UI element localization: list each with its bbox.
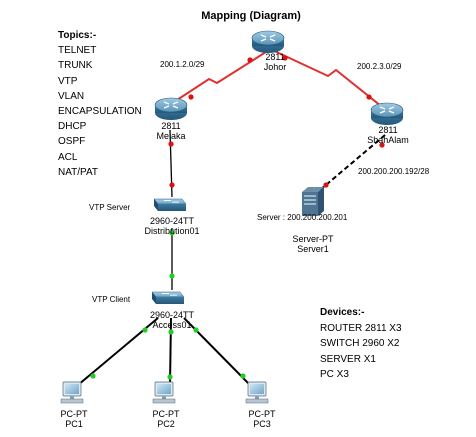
router-melaka-name: Melaka: [156, 131, 186, 141]
router-johor-name: Johor: [263, 62, 287, 72]
topic-item: NAT/PAT: [58, 166, 98, 178]
port-down-dot: [168, 141, 174, 147]
pc2-label: PC-PT PC2: [153, 409, 180, 429]
pc3-name: PC3: [253, 419, 271, 429]
server-label: Server-PT Server1: [292, 234, 333, 254]
topic-item: DHCP: [58, 121, 87, 133]
port-up-dot: [169, 273, 175, 279]
server-ip-label: Server : 200.200.200.201: [257, 213, 348, 222]
server-icon[interactable]: [302, 187, 324, 216]
router-shahalam-model: 2811: [378, 125, 398, 135]
pc1-icon[interactable]: [60, 381, 84, 404]
link-melaka-johor: [176, 49, 270, 101]
port-up-dot: [90, 373, 96, 379]
port-up-dot: [240, 373, 246, 379]
router-johor-model: 2811: [265, 52, 285, 62]
device-count-item: ROUTER 2811 X3: [320, 322, 402, 334]
vtp-client-label: VTP Client: [92, 295, 131, 304]
devices-heading: Devices:-: [320, 307, 365, 318]
port-up-dot: [169, 230, 175, 236]
devices-list: Devices:- ROUTER 2811 X3 SWITCH 2960 X2 …: [320, 305, 402, 383]
switch-distribution-name: Distribution01: [144, 226, 200, 236]
device-count-item: SERVER X1: [320, 353, 376, 365]
switch-access-model: 2960-24TT: [149, 310, 195, 320]
link-access-pc2: [169, 317, 172, 386]
link-label-melaka-johor: 200.1.2.0/29: [160, 60, 205, 69]
router-melaka-label: 2811 Melaka: [156, 121, 185, 141]
switch-access-name: Access01: [152, 320, 192, 330]
port-up-dot: [167, 374, 173, 380]
link-label-shahalam-server: 200.200.200.192/28: [358, 167, 430, 176]
port-up-dot: [168, 329, 174, 335]
switch-distribution-model: 2960-24TT: [149, 216, 195, 226]
port-down-dot: [379, 142, 385, 148]
pc3-model: PC-PT: [248, 409, 276, 419]
router-shahalam-label: 2811 ShahAlam: [367, 125, 409, 145]
topics-heading: Topics:-: [58, 30, 97, 41]
port-down-dot: [282, 55, 288, 61]
port-up-dot: [142, 327, 148, 333]
vtp-server-label: VTP Server: [89, 203, 131, 212]
pc3-label: PC-PT PC3: [249, 409, 276, 429]
port-down-dot: [366, 94, 372, 100]
topic-item: TRUNK: [58, 60, 93, 72]
topic-item: OSPF: [58, 136, 86, 148]
pc3-icon[interactable]: [245, 381, 269, 404]
device-count-item: PC X3: [320, 369, 349, 380]
topic-item: ENCAPSULATION: [58, 106, 142, 118]
pc2-model: PC-PT: [152, 409, 180, 419]
pc1-model: PC-PT: [60, 409, 88, 419]
port-indicators: [90, 55, 385, 380]
topics-list: Topics:- TELNET TRUNK VTP VLAN ENCAPSULA…: [58, 28, 142, 180]
link-label-johor-shahalam: 200.2.3.0/29: [357, 62, 402, 71]
device-count-item: SWITCH 2960 X2: [320, 338, 400, 349]
pc1-label: PC-PT PC1: [61, 409, 88, 429]
topic-item: VLAN: [58, 90, 85, 102]
topic-item: ACL: [58, 151, 78, 163]
switch-access-label: 2960-24TT Access01: [150, 310, 194, 330]
server-name: Server1: [297, 244, 329, 254]
link-johor-shahalam: [267, 47, 387, 111]
router-johor-icon[interactable]: [251, 30, 285, 54]
pc2-name: PC2: [157, 419, 175, 429]
router-johor-label: 2811 Johor: [264, 52, 287, 72]
router-melaka-model: 2811: [161, 121, 181, 131]
server-model: Server-PT: [292, 234, 334, 244]
diagram-title: Mapping (Diagram): [201, 10, 301, 22]
port-down-dot: [169, 182, 175, 188]
topic-item: VTP: [58, 75, 78, 87]
topic-item: TELNET: [58, 45, 97, 57]
switch-access-icon[interactable]: [151, 291, 185, 305]
router-melaka-icon[interactable]: [154, 97, 188, 121]
router-shahalam-icon[interactable]: [370, 102, 404, 126]
port-down-dot: [188, 94, 194, 100]
link-shahalam-server: [319, 134, 386, 191]
switch-distribution-label: 2960-24TT Distribution01: [144, 216, 199, 236]
pc1-name: PC1: [65, 419, 83, 429]
port-down-dot: [247, 57, 253, 63]
switch-distribution-icon[interactable]: [153, 198, 187, 212]
router-shahalam-name: ShahAlam: [367, 135, 409, 145]
pc2-icon[interactable]: [152, 381, 176, 404]
port-up-dot: [193, 327, 199, 333]
port-down-dot: [323, 182, 329, 188]
